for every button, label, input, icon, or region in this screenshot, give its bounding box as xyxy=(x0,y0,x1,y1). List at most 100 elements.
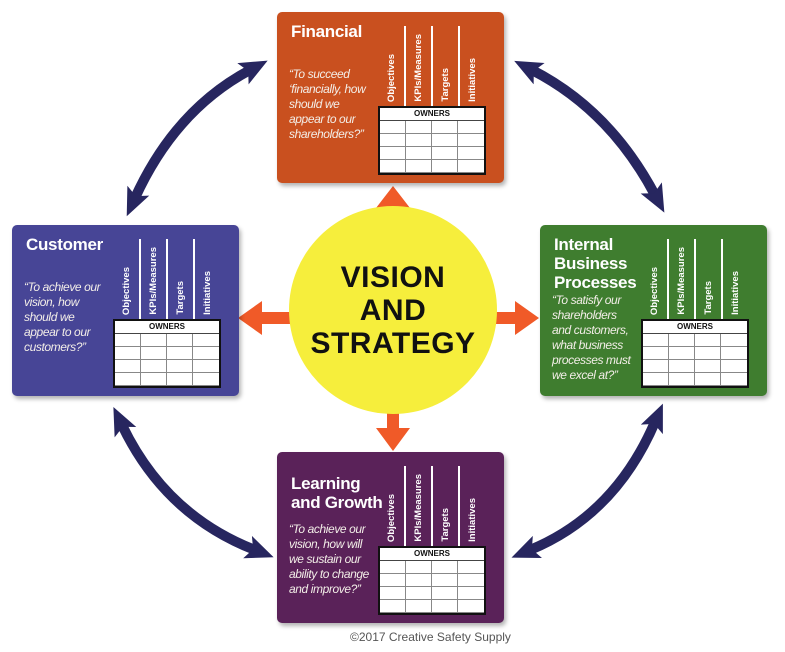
table-cell xyxy=(432,561,458,574)
owners-grid xyxy=(643,334,747,386)
table-cell xyxy=(643,360,669,373)
owners-header: OWNERS xyxy=(643,321,747,334)
card-customer: Customer “To achieve our vision, how sho… xyxy=(12,225,239,396)
table-cell xyxy=(643,373,669,386)
table-cell xyxy=(406,147,432,160)
table-cell xyxy=(669,334,695,347)
column-divider xyxy=(458,26,460,106)
owners-grid xyxy=(380,121,484,173)
table-cell xyxy=(406,561,432,574)
table-cell xyxy=(406,600,432,613)
table-cell xyxy=(458,574,484,587)
table-cell xyxy=(458,121,484,134)
column-label: Initiatives xyxy=(202,271,213,315)
column-divider xyxy=(431,466,433,546)
arrow-left-icon xyxy=(238,301,305,335)
owners-header: OWNERS xyxy=(115,321,219,334)
table-cell xyxy=(669,373,695,386)
owners-grid xyxy=(380,561,484,613)
table-cell xyxy=(721,373,747,386)
table-cell xyxy=(695,347,721,360)
owners-grid xyxy=(115,334,219,386)
table-cell xyxy=(380,134,406,147)
table-cell xyxy=(406,121,432,134)
table-cell xyxy=(458,587,484,600)
card-financial: Financial “To succeed ‘financially, how … xyxy=(277,12,504,183)
column-label: KPIs/Measures xyxy=(413,474,424,542)
column-label: Targets xyxy=(440,508,451,542)
arrow-right-icon xyxy=(472,301,539,335)
column-divider xyxy=(458,466,460,546)
column-label: Targets xyxy=(175,281,186,315)
table-cell xyxy=(643,347,669,360)
table-cell xyxy=(458,561,484,574)
table-cell xyxy=(141,373,167,386)
center-line-2: AND xyxy=(359,293,427,327)
table-cell xyxy=(458,147,484,160)
card-question: “To achieve our vision, how will we sust… xyxy=(289,522,369,596)
table-cell xyxy=(380,587,406,600)
table-cell xyxy=(406,160,432,173)
table-cell xyxy=(193,334,219,347)
card-question: “To satisfy our shareholders and custome… xyxy=(552,293,631,382)
table-cell xyxy=(167,373,193,386)
table-cell xyxy=(695,360,721,373)
center-line-1: VISION xyxy=(340,260,446,294)
table-cell xyxy=(141,334,167,347)
column-divider xyxy=(404,26,406,106)
column-label: Initiatives xyxy=(730,271,741,315)
column-label: Initiatives xyxy=(467,498,478,542)
owners-table: OWNERS xyxy=(378,106,486,175)
table-cell xyxy=(115,334,141,347)
table-cell xyxy=(115,360,141,373)
table-cell xyxy=(432,160,458,173)
column-divider xyxy=(193,239,195,319)
column-label: Objectives xyxy=(386,493,397,542)
table-cell xyxy=(115,373,141,386)
copyright: ©2017 Creative Safety Supply xyxy=(350,630,511,644)
table-cell xyxy=(380,574,406,587)
table-cell xyxy=(167,347,193,360)
table-cell xyxy=(193,373,219,386)
table-cell xyxy=(432,574,458,587)
card-learning-and-growth: Learning and Growth “To achieve our visi… xyxy=(277,452,504,623)
column-divider xyxy=(404,466,406,546)
card-title: Internal Business Processes xyxy=(554,235,637,292)
center-line-3: STRATEGY xyxy=(310,326,476,360)
owners-header: OWNERS xyxy=(380,108,484,121)
column-label: Objectives xyxy=(386,53,397,102)
card-title: Customer xyxy=(26,235,103,254)
table-cell xyxy=(432,147,458,160)
table-cell xyxy=(643,334,669,347)
table-cell xyxy=(458,600,484,613)
column-divider xyxy=(667,239,669,319)
table-cell xyxy=(141,347,167,360)
column-label: Objectives xyxy=(649,266,660,315)
card-question: “To achieve our vision, how should we ap… xyxy=(24,280,101,354)
column-divider xyxy=(139,239,141,319)
table-cell xyxy=(380,121,406,134)
table-cell xyxy=(380,600,406,613)
column-divider xyxy=(721,239,723,319)
cycle-arrow-financial-internal xyxy=(514,60,665,213)
table-cell xyxy=(695,373,721,386)
column-label: KPIs/Measures xyxy=(413,34,424,102)
column-label: Objectives xyxy=(121,266,132,315)
table-cell xyxy=(432,587,458,600)
table-cell xyxy=(167,334,193,347)
column-label: KPIs/Measures xyxy=(676,247,687,315)
card-question: “To succeed ‘financially, how should we … xyxy=(289,67,366,141)
table-cell xyxy=(193,347,219,360)
card-internal-business-processes: Internal Business Processes “To satisfy … xyxy=(540,225,767,396)
table-cell xyxy=(380,147,406,160)
table-cell xyxy=(695,334,721,347)
table-cell xyxy=(406,574,432,587)
column-label: Targets xyxy=(440,68,451,102)
column-divider xyxy=(694,239,696,319)
table-cell xyxy=(193,360,219,373)
